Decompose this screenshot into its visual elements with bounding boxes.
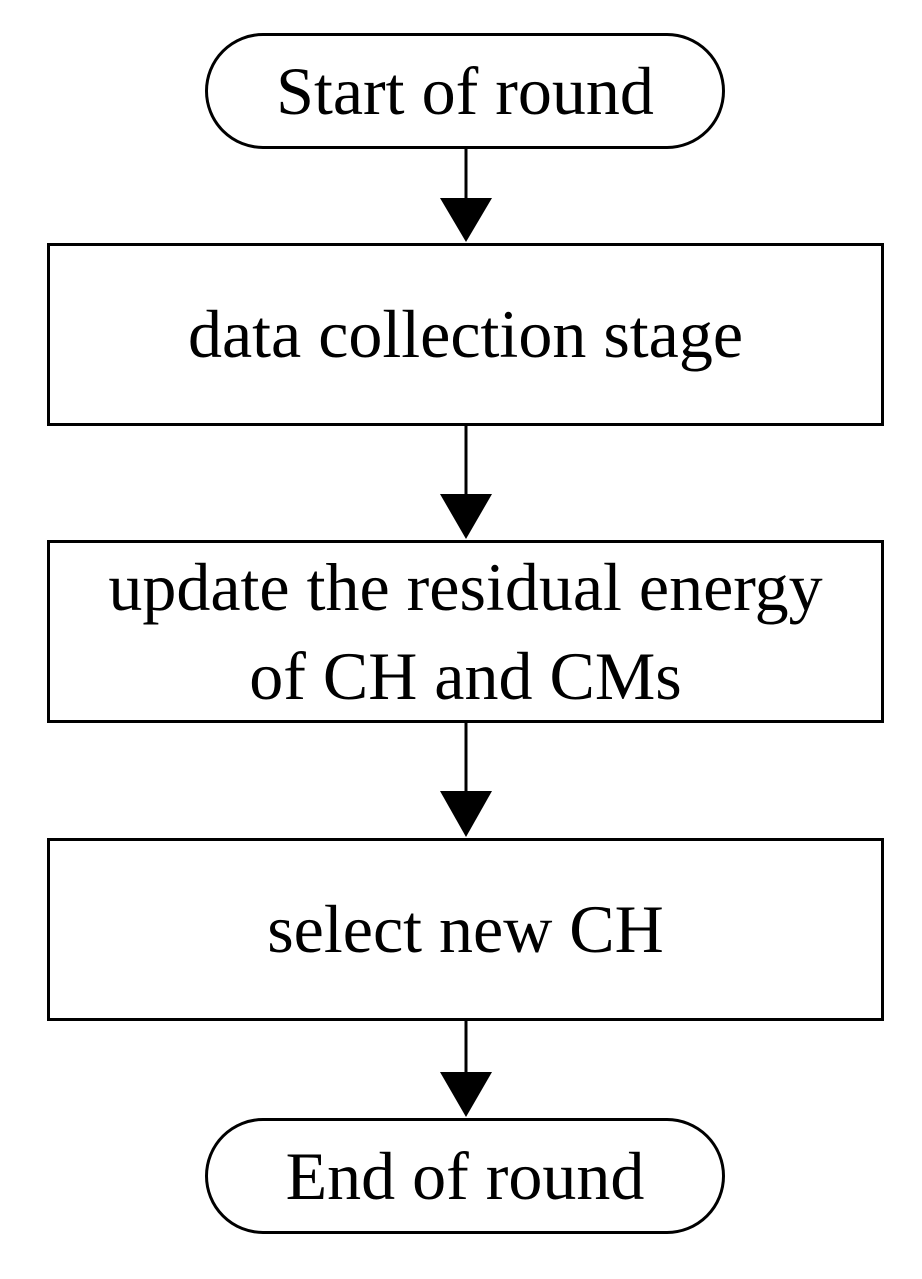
start-terminal: Start of round bbox=[205, 33, 725, 149]
arrow-select-to-end bbox=[440, 1021, 492, 1117]
update-energy-process: update the residual energy of CH and CMs bbox=[47, 540, 884, 723]
start-label: Start of round bbox=[276, 52, 654, 129]
select-ch-process: select new CH bbox=[47, 838, 884, 1021]
end-terminal: End of round bbox=[205, 1118, 725, 1234]
arrow-start-to-collect bbox=[440, 149, 492, 242]
end-label: End of round bbox=[285, 1137, 645, 1214]
update-energy-label: update the residual energy of CH and CMs bbox=[108, 549, 823, 714]
data-collection-process: data collection stage bbox=[47, 243, 884, 426]
select-ch-label: select new CH bbox=[267, 891, 664, 968]
data-collection-label: data collection stage bbox=[187, 296, 744, 373]
arrow-update-to-select bbox=[440, 723, 492, 837]
arrow-collect-to-update bbox=[440, 426, 492, 539]
